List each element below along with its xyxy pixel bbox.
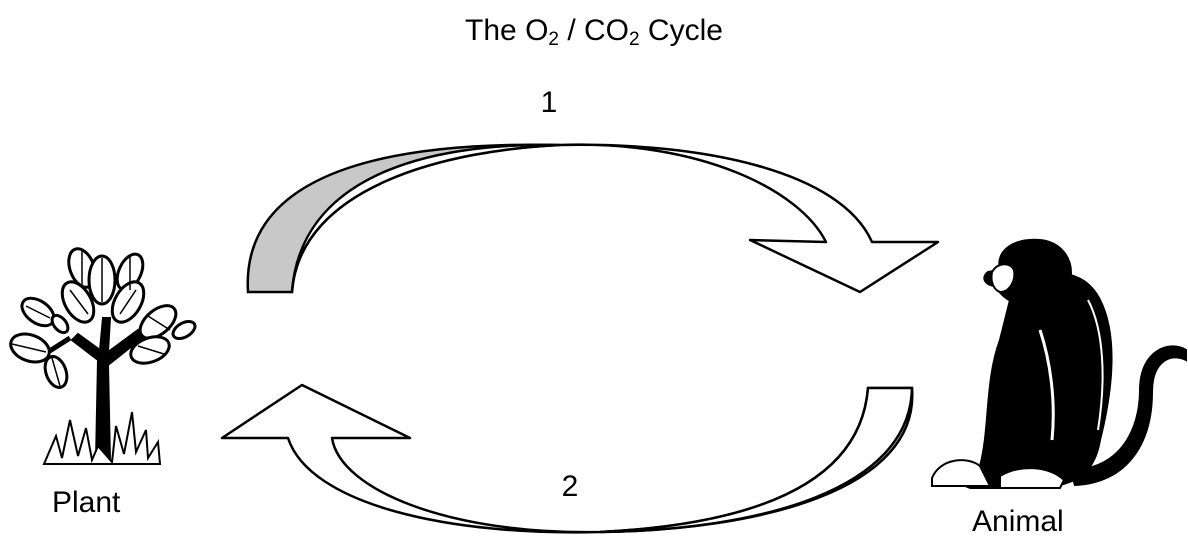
arrow-1-number: 1 bbox=[540, 86, 558, 119]
diagram-title: The O2 / CO2 Cycle bbox=[465, 14, 723, 50]
arrow-2-body bbox=[220, 383, 914, 534]
arrow-plant-to-animal bbox=[246, 143, 940, 294]
arrow-2-number: 2 bbox=[561, 470, 579, 503]
arrow-1-body bbox=[290, 143, 940, 294]
tree-icon bbox=[9, 247, 197, 465]
animal-label: Animal bbox=[972, 505, 1064, 538]
arrow-animal-to-plant bbox=[220, 383, 914, 534]
plant-label: Plant bbox=[52, 486, 121, 519]
monkey-icon bbox=[931, 238, 1187, 489]
